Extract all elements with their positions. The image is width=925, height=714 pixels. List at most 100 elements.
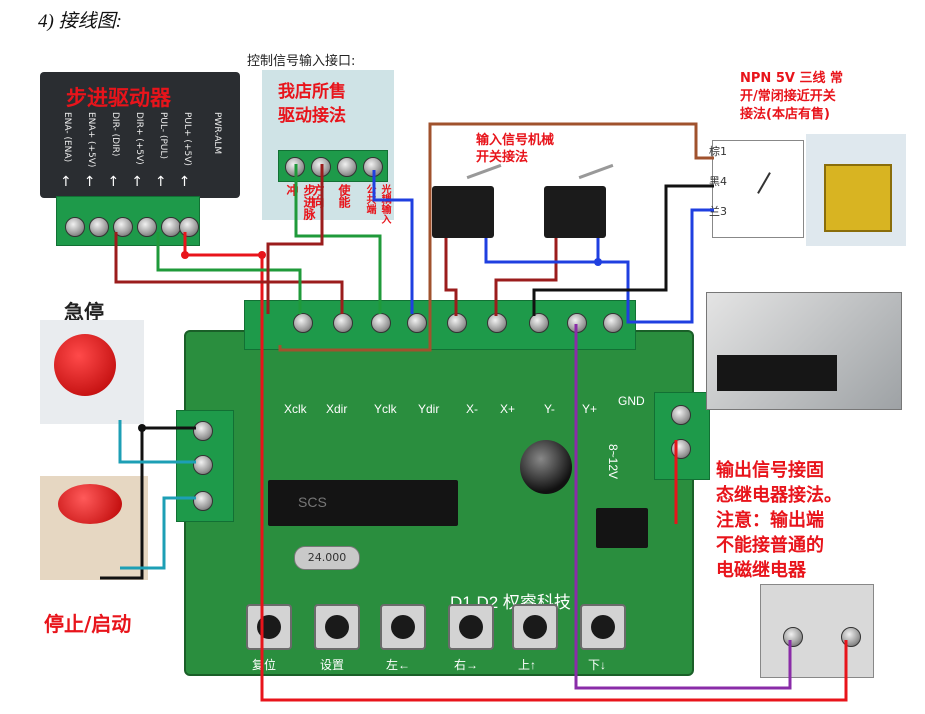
silk-row-top: Xclk Xdir Yclk Ydir X- X+ Y- Y+ GND bbox=[284, 394, 645, 418]
button-label: 右→ bbox=[454, 658, 479, 672]
wire-junction-icon bbox=[594, 258, 602, 266]
driver-terminal: PUL+ (+5V) bbox=[182, 112, 192, 166]
screw-icon bbox=[193, 491, 213, 511]
output-label-line: 不能接普通的 bbox=[716, 535, 824, 556]
screw-icon bbox=[113, 217, 133, 237]
wire-junction-icon bbox=[181, 251, 189, 259]
screw-icon bbox=[671, 405, 691, 425]
solid-state-relay bbox=[760, 584, 874, 678]
control-input-title: 控制信号输入接口: bbox=[247, 54, 356, 69]
reset-button[interactable] bbox=[246, 604, 292, 650]
wire-blue-sw bbox=[484, 238, 600, 264]
screw-icon bbox=[671, 439, 691, 459]
mech-switch-label-line: 输入信号机械 bbox=[476, 133, 555, 148]
npn-label-line: 开/常闭接近开关 bbox=[740, 89, 836, 104]
crystal-oscillator: 24.000 bbox=[294, 546, 360, 570]
right-button[interactable] bbox=[448, 604, 494, 650]
output-label-line: 注意：输出端 bbox=[716, 510, 824, 531]
electrolytic-capacitor bbox=[520, 440, 572, 494]
settings-button[interactable] bbox=[314, 604, 360, 650]
micro-switch-2 bbox=[544, 163, 614, 238]
chip-label: SCS bbox=[298, 494, 327, 510]
screw-icon bbox=[333, 313, 353, 333]
driver-terminal: DIR+ (+5V) bbox=[134, 112, 144, 165]
power-label: 8~12V bbox=[606, 444, 620, 480]
output-label: 输出信号接固 态继电器接法。 注意：输出端 不能接普通的 电磁继电器 bbox=[716, 458, 842, 583]
left-button[interactable] bbox=[380, 604, 426, 650]
driver-terminal: ENA+ (+5V) bbox=[86, 112, 96, 168]
arrow-icons: ↑↑↑↑↑↑ bbox=[60, 174, 203, 190]
button-label: 复位 bbox=[252, 658, 277, 672]
main-chip: SCS bbox=[268, 480, 458, 526]
screw-icon bbox=[193, 421, 213, 441]
screw-icon bbox=[179, 217, 199, 237]
own-driver-label-line: 我店所售 bbox=[278, 82, 346, 102]
stepper-driver-label: 步进驱动器 bbox=[66, 86, 171, 110]
board-top-terminal bbox=[244, 300, 636, 350]
button-label: 左← bbox=[386, 658, 411, 672]
screw-icon bbox=[371, 313, 391, 333]
screw-icon bbox=[193, 455, 213, 475]
button-label: 上↑ bbox=[518, 658, 537, 672]
control-terminal-label: 光耦输入公共端 bbox=[364, 184, 390, 224]
switch-lever-icon bbox=[466, 163, 502, 180]
wire-junction-icon bbox=[258, 251, 266, 259]
sensor-body bbox=[824, 164, 892, 232]
silk-label: X- bbox=[466, 402, 478, 416]
button-label: 设置 bbox=[320, 658, 345, 672]
controller-board: Xclk Xdir Yclk Ydir X- X+ Y- Y+ GND 8~12… bbox=[184, 330, 694, 676]
sensor-wire-label: 兰3 bbox=[709, 205, 727, 218]
voltage-regulator bbox=[596, 508, 648, 548]
driver-terminal: ENA- (ENA) bbox=[62, 112, 72, 163]
down-button[interactable] bbox=[580, 604, 626, 650]
output-label-line: 态继电器接法。 bbox=[716, 485, 842, 506]
start-red-cap bbox=[58, 484, 122, 524]
driver-terminal-block bbox=[56, 196, 200, 246]
own-driver-connector: 我店所售 驱动接法 步进脉冲 方向 使能 光耦输入公共端 bbox=[262, 70, 394, 224]
screw-icon bbox=[363, 157, 383, 177]
npn-label-line: NPN 5V 三线 常 bbox=[740, 71, 843, 86]
screw-icon bbox=[407, 313, 427, 333]
mech-switch-label-line: 开关接法 bbox=[476, 150, 529, 165]
screw-icon bbox=[783, 627, 803, 647]
wire-junction-icon bbox=[138, 424, 146, 432]
switch-symbol-icon bbox=[757, 172, 771, 194]
mech-switch-label: 输入信号机械 开关接法 bbox=[476, 132, 554, 166]
switch-lever-icon bbox=[578, 163, 614, 180]
driver-terminal: PWR-ALM bbox=[212, 112, 222, 155]
screw-icon bbox=[487, 313, 507, 333]
screw-icon bbox=[841, 627, 861, 647]
power-supply-terminals bbox=[717, 355, 837, 391]
control-terminal-block bbox=[278, 150, 388, 182]
screw-icon bbox=[285, 157, 305, 177]
control-terminal-label: 使能 bbox=[337, 184, 351, 208]
board-left-terminal bbox=[176, 410, 234, 522]
silk-label: Xclk bbox=[284, 402, 307, 416]
screw-icon bbox=[529, 313, 549, 333]
screw-icon bbox=[603, 313, 623, 333]
board-right-terminal bbox=[654, 392, 710, 480]
silk-label: Y- bbox=[544, 402, 555, 416]
estop-button[interactable] bbox=[40, 320, 144, 424]
silk-label: Yclk bbox=[374, 402, 397, 416]
driver-terminal-labels: ENA- (ENA) ENA+ (+5V) DIR- (DIR) DIR+ (+… bbox=[62, 112, 238, 172]
start-stop-button[interactable] bbox=[40, 476, 148, 580]
screw-icon bbox=[65, 217, 85, 237]
sensor-wire-label: 棕1 bbox=[709, 145, 727, 158]
driver-terminal: DIR- (DIR) bbox=[110, 112, 120, 157]
screw-icon bbox=[137, 217, 157, 237]
sensor-wire-label: 黑4 bbox=[709, 175, 727, 188]
screw-icon bbox=[447, 313, 467, 333]
power-supply bbox=[706, 292, 902, 410]
estop-red-cap bbox=[54, 334, 116, 396]
stepper-driver: 步进驱动器 ENA- (ENA) ENA+ (+5V) DIR- (DIR) D… bbox=[40, 72, 240, 198]
screw-icon bbox=[89, 217, 109, 237]
output-label-line: 电磁继电器 bbox=[716, 560, 806, 581]
sensor-schematic: 棕1 黑4 兰3 bbox=[709, 140, 804, 238]
driver-terminal: PUL- (PUL) bbox=[158, 112, 168, 160]
screw-icon bbox=[567, 313, 587, 333]
silk-label: GND bbox=[618, 394, 645, 408]
stop-start-label: 停止/启动 bbox=[44, 612, 132, 636]
up-button[interactable] bbox=[512, 604, 558, 650]
diagram-heading: 4) 接线图: bbox=[38, 11, 122, 32]
